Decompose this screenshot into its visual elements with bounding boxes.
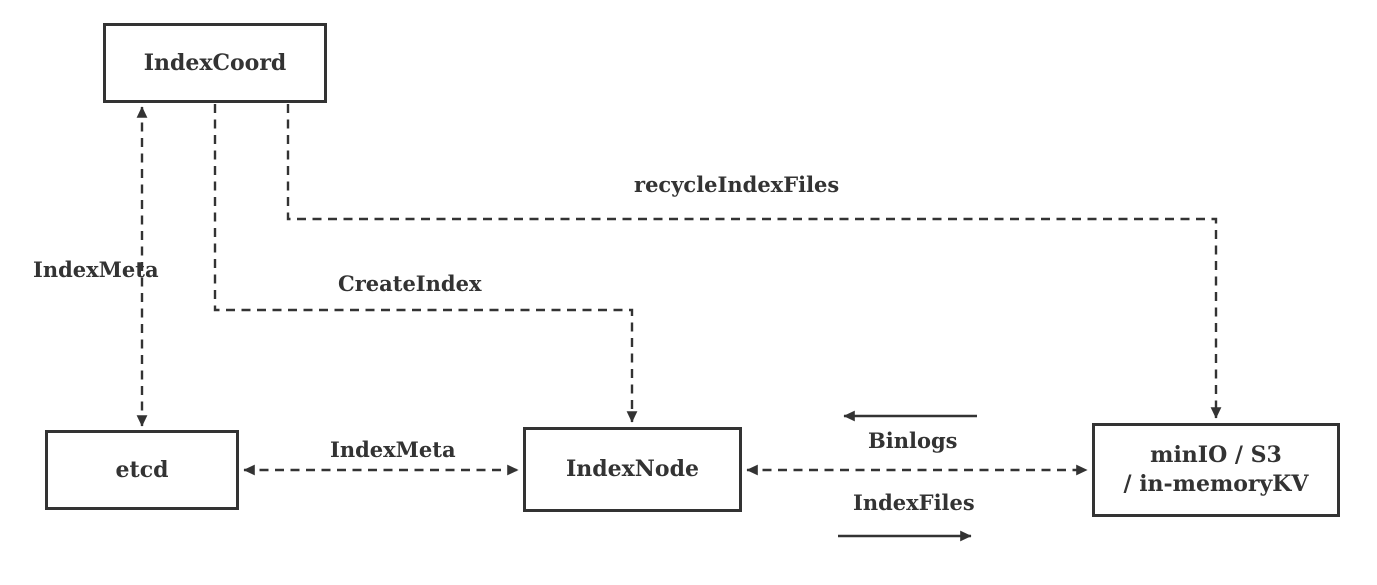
edge-label-binlogs: Binlogs	[868, 428, 958, 453]
edge-label-indexfiles: IndexFiles	[853, 490, 975, 515]
edge-label-indexmeta-bottom: IndexMeta	[330, 437, 456, 462]
edge-label-recycleindexfiles: recycleIndexFiles	[634, 172, 840, 197]
node-indexnode: IndexNode	[523, 427, 742, 512]
node-storage-label-line2: / in-memoryKV	[1123, 471, 1309, 497]
edge-label-indexmeta-left: IndexMeta	[33, 257, 159, 282]
edge-label-createindex: CreateIndex	[338, 271, 482, 296]
node-storage: minIO / S3 / in-memoryKV	[1092, 423, 1340, 517]
node-indexnode-label: IndexNode	[566, 456, 699, 483]
edge-createindex-indexcoord-indexnode	[213, 104, 638, 423]
node-etcd-label: etcd	[115, 456, 169, 483]
node-storage-label-line1: minIO / S3	[1150, 442, 1282, 469]
edge-recycleindexfiles-indexcoord-storage	[286, 104, 1222, 419]
node-etcd: etcd	[45, 430, 239, 510]
node-indexcoord-label: IndexCoord	[143, 49, 287, 76]
node-indexcoord: IndexCoord	[103, 23, 327, 103]
